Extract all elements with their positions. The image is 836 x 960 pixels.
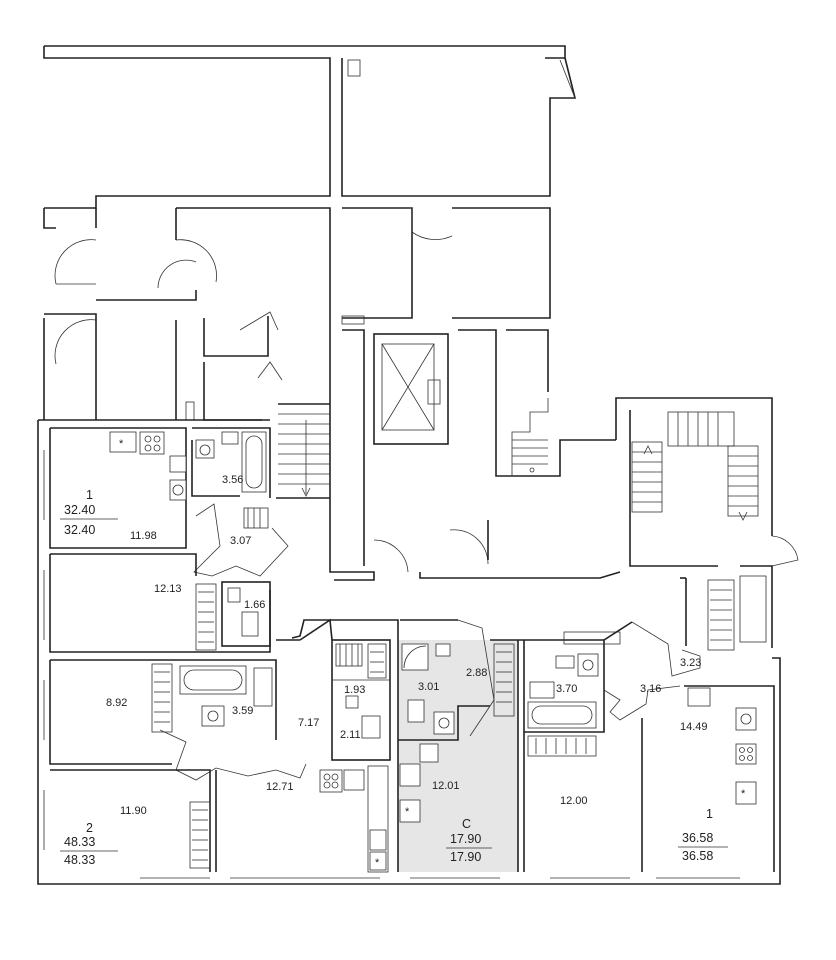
room-area-12-01: 12.01 bbox=[432, 780, 460, 792]
svg-text:*: * bbox=[741, 788, 746, 800]
apartment-studio: * 3.01 2.88 12.01 С 17.90 17.90 bbox=[397, 619, 519, 872]
toilet-icon bbox=[361, 715, 381, 739]
stove-icon bbox=[399, 763, 421, 787]
room-area-11-98: 11.98 bbox=[130, 530, 157, 542]
apt-1-left-area: 32.40 bbox=[64, 503, 95, 517]
stove-icon bbox=[319, 769, 343, 793]
washbasin-icon bbox=[195, 439, 215, 459]
washbasin-icon bbox=[435, 643, 451, 657]
stair-arrow-icon bbox=[301, 487, 311, 497]
radiator-icon bbox=[707, 579, 735, 651]
sink-icon bbox=[169, 455, 187, 473]
outer-walls bbox=[37, 419, 781, 885]
fan-icon bbox=[109, 431, 137, 453]
room-area-11-90: 11.90 bbox=[120, 805, 147, 817]
apt-1-right-rooms: 1 bbox=[706, 807, 713, 821]
fan-icon bbox=[399, 799, 421, 823]
room-area-7-17: 7.17 bbox=[298, 717, 319, 729]
room-area-1-66: 1.66 bbox=[244, 599, 265, 611]
apartment-2-left: 12.13 1.66 8.92 3.59 11.90 2 48.33 48.33 bbox=[49, 553, 391, 873]
stove-icon bbox=[369, 829, 387, 851]
stair-arrow-icon bbox=[643, 445, 653, 455]
stair-core bbox=[276, 320, 621, 581]
toilet-icon bbox=[529, 681, 555, 699]
sink-icon bbox=[687, 687, 711, 707]
washing-machine-icon bbox=[433, 711, 455, 735]
apt-studio-area-alt: 17.90 bbox=[450, 850, 481, 864]
room-area-2-88: 2.88 bbox=[466, 667, 487, 679]
apt-studio-rooms: С bbox=[462, 817, 471, 831]
toilet-icon bbox=[241, 611, 259, 637]
apt-1-left-area-alt: 32.40 bbox=[64, 523, 95, 537]
corridor bbox=[291, 577, 686, 641]
stair-flight-left bbox=[278, 413, 330, 497]
apartment-1-left: * 1 32.40 32.40 3.56 11.98 3.07 bbox=[49, 427, 289, 577]
svg-text:*: * bbox=[405, 806, 410, 818]
toilet-icon bbox=[221, 431, 239, 445]
room-area-8-92: 8.92 bbox=[106, 697, 127, 709]
radiator-icon bbox=[367, 643, 387, 679]
stove-icon bbox=[139, 431, 165, 455]
washbasin-icon bbox=[345, 695, 359, 709]
apt-2-left-area: 48.33 bbox=[64, 835, 95, 849]
apt-1-left-rooms: 1 bbox=[86, 488, 93, 502]
toilet-icon bbox=[253, 667, 273, 707]
radiator-icon bbox=[189, 801, 211, 869]
stair-arrow-icon bbox=[738, 511, 748, 521]
room-area-1-93: 1.93 bbox=[344, 684, 365, 696]
radiator-icon bbox=[527, 735, 597, 757]
washing-machine-icon bbox=[735, 707, 757, 731]
studio-highlight bbox=[398, 640, 518, 872]
washing-machine-icon bbox=[577, 653, 599, 677]
apt-1-right-area-alt: 36.58 bbox=[682, 849, 713, 863]
room-area-12-71: 12.71 bbox=[266, 781, 294, 793]
sink-icon bbox=[419, 743, 439, 763]
room-area-2-11: 2.11 bbox=[340, 729, 361, 741]
svg-text:*: * bbox=[119, 438, 124, 450]
room-area-3-59: 3.59 bbox=[232, 705, 253, 717]
fan-icon bbox=[369, 851, 387, 871]
sink-icon bbox=[343, 769, 365, 791]
washing-machine-icon bbox=[201, 705, 225, 727]
shower-icon bbox=[403, 645, 427, 669]
apartment-1-right: * 3.70 3.23 3.16 14.49 12.00 1 36.58 36.… bbox=[523, 578, 775, 872]
stove-icon bbox=[735, 743, 757, 765]
apt-2-left-area-alt: 48.33 bbox=[64, 853, 95, 867]
washbasin-icon bbox=[227, 587, 241, 603]
room-area-3-56: 3.56 bbox=[222, 474, 243, 486]
fan-icon bbox=[735, 781, 757, 805]
svg-text:*: * bbox=[375, 857, 380, 869]
right-stair-block bbox=[615, 397, 799, 648]
room-area-3-70: 3.70 bbox=[556, 683, 577, 695]
room-area-12-00: 12.00 bbox=[560, 795, 588, 807]
radiator-icon bbox=[151, 663, 173, 733]
radiator-icon bbox=[195, 583, 217, 651]
room-area-3-23: 3.23 bbox=[680, 657, 701, 669]
room-area-12-13: 12.13 bbox=[154, 583, 182, 595]
washbasin-icon bbox=[555, 655, 575, 669]
apt-1-right-area: 36.58 bbox=[682, 831, 713, 845]
room-area-3-07: 3.07 bbox=[230, 535, 251, 547]
washing-machine-icon bbox=[169, 479, 187, 501]
apt-2-left-rooms: 2 bbox=[86, 821, 93, 835]
room-area-14-49: 14.49 bbox=[680, 721, 708, 733]
stair-flight-mid bbox=[511, 398, 549, 476]
room-area-3-16: 3.16 bbox=[640, 683, 661, 695]
toilet-icon bbox=[407, 699, 425, 723]
radiator-icon bbox=[493, 643, 515, 717]
room-area-3-01: 3.01 bbox=[418, 681, 439, 693]
apt-studio-area: 17.90 bbox=[450, 832, 481, 846]
